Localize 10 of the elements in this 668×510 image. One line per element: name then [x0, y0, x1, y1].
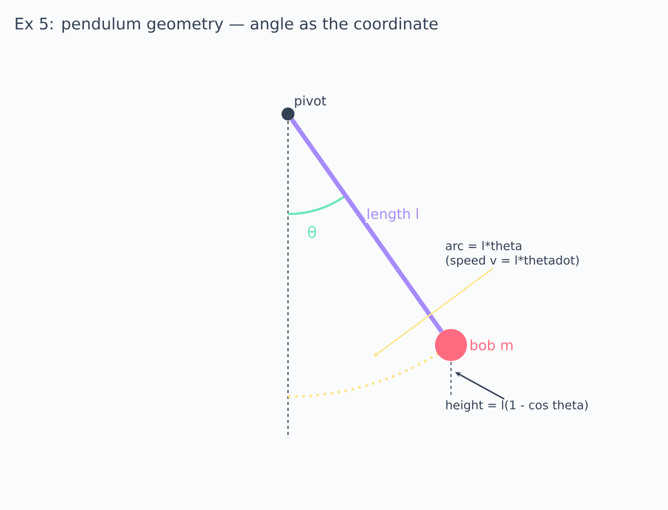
pendulum-rod	[290, 118, 444, 334]
pivot-point	[282, 108, 294, 120]
pivot-label: pivot	[295, 96, 326, 108]
title: Ex 5: pendulum geometry — angle as the coordinate	[16, 17, 438, 33]
annotation-text: height = l(1 - cos theta)	[446, 400, 588, 412]
bob-label: bob m	[470, 340, 512, 350]
angle-label: θ	[308, 226, 316, 238]
annotation-text: arc = l*theta (speed v = l*thetadot)	[446, 241, 579, 267]
edge-label: length l	[365, 207, 420, 223]
bob-circle	[435, 329, 467, 361]
